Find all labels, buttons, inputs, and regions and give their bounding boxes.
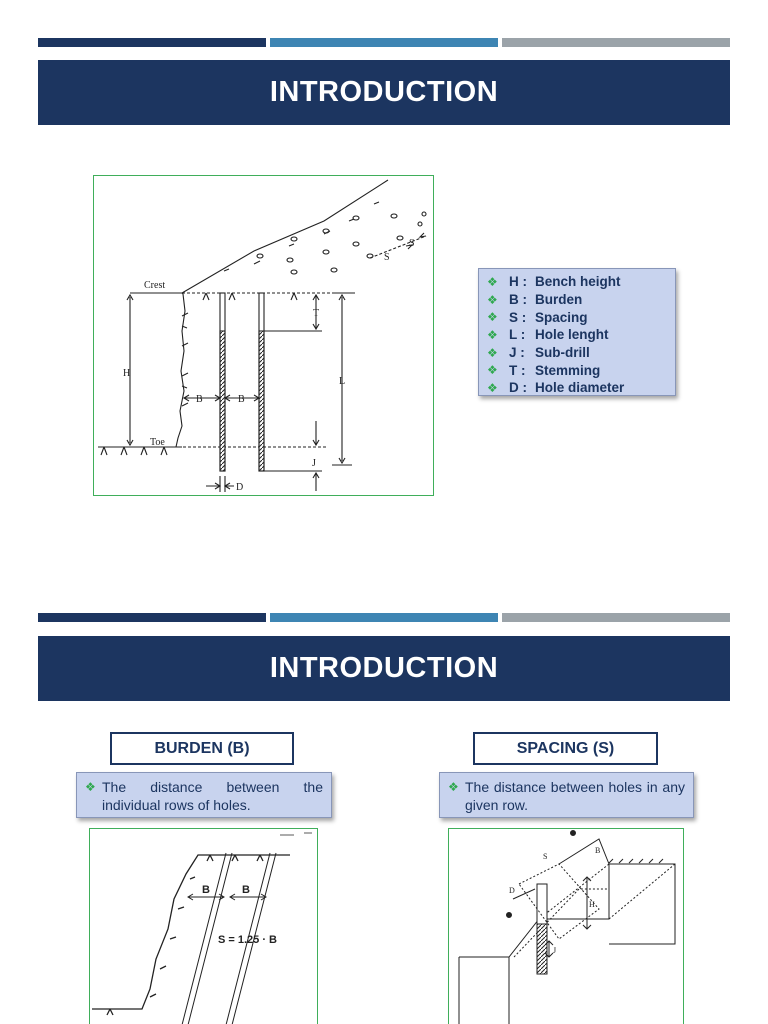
- stripe-mid: [270, 38, 498, 47]
- stripe-gray: [502, 38, 730, 47]
- legend-item: ❖D :Hole diameter: [487, 380, 625, 396]
- header-stripes: [38, 38, 730, 47]
- stripe-dark: [38, 38, 266, 47]
- legend-item: ❖T :Stemming: [487, 362, 601, 378]
- bullet-icon: ❖: [487, 380, 498, 395]
- legend-item: ❖L :Hole lenght: [487, 327, 609, 343]
- spacing-description-text: The distance between holes in any given …: [465, 779, 685, 813]
- label-b2: B: [238, 394, 245, 405]
- stripe-gray: [502, 613, 730, 622]
- burden-description-text: The distance between the individual rows…: [102, 779, 323, 813]
- label-formula: S = 1.25 · B: [218, 934, 277, 946]
- label-t: T: [313, 308, 319, 319]
- label-s1: S: [409, 238, 415, 249]
- symbol-legend: ❖H :Bench height ❖B :Burden ❖S :Spacing …: [478, 268, 676, 396]
- stripe-dark: [38, 613, 266, 622]
- spacing-description: ❖ The distance between holes in any give…: [439, 772, 694, 818]
- drill-hole-dots: [256, 211, 427, 275]
- burden-hole-1: [181, 852, 233, 1024]
- spacing-bench-outline: [459, 863, 676, 958]
- label-d: D: [509, 886, 515, 895]
- spacing-heading: SPACING (S): [473, 732, 658, 765]
- bullet-icon: ❖: [487, 363, 498, 378]
- bullet-icon: ❖: [487, 345, 498, 360]
- label-d: D: [236, 482, 243, 493]
- slide-title: INTRODUCTION: [38, 60, 730, 125]
- bullet-icon: ❖: [448, 780, 459, 794]
- slide-2: INTRODUCTION BURDEN (B) ❖ The distance b…: [0, 580, 768, 1024]
- label-b2: B: [242, 884, 250, 896]
- label-h: H: [589, 900, 595, 909]
- label-j: J: [553, 946, 556, 955]
- slide-1: INTRODUCTION: [38, 38, 730, 496]
- slide-title: INTRODUCTION: [38, 636, 730, 701]
- label-b1: B: [202, 884, 210, 896]
- burden-diagram: B B S = 1.25 · B: [89, 828, 318, 1024]
- label-crest: Crest: [144, 280, 165, 291]
- burden-face-outline: [92, 854, 290, 1010]
- bullet-icon: ❖: [85, 780, 96, 794]
- label-b1: B: [196, 394, 203, 405]
- label-s2: S: [384, 252, 390, 263]
- legend-item: ❖H :Bench height: [487, 274, 621, 290]
- legend-item: ❖J :Sub-drill: [487, 345, 590, 361]
- legend-item: ❖S :Spacing: [487, 309, 588, 325]
- bench-blast-diagram: Crest Toe H B B L T J D S S: [93, 175, 434, 496]
- bullet-icon: ❖: [487, 274, 498, 289]
- stripe-mid: [270, 613, 498, 622]
- bullet-icon: ❖: [487, 310, 498, 325]
- burden-hole-2: [225, 852, 277, 1024]
- header-stripes: [38, 613, 730, 622]
- bullet-icon: ❖: [487, 292, 498, 307]
- label-b: B: [595, 846, 600, 855]
- label-s: S: [543, 852, 547, 861]
- spacing-diagram: S B D H J: [448, 828, 684, 1024]
- blast-holes: [219, 292, 265, 472]
- label-l: L: [339, 376, 345, 387]
- burden-description: ❖ The distance between the individual ro…: [76, 772, 332, 818]
- bench-face-outline: [98, 179, 389, 448]
- label-toe: Toe: [150, 437, 165, 448]
- burden-heading: BURDEN (B): [110, 732, 294, 765]
- label-h: H: [123, 368, 130, 379]
- label-j: J: [312, 458, 316, 469]
- bullet-icon: ❖: [487, 327, 498, 342]
- legend-item: ❖B :Burden: [487, 292, 583, 308]
